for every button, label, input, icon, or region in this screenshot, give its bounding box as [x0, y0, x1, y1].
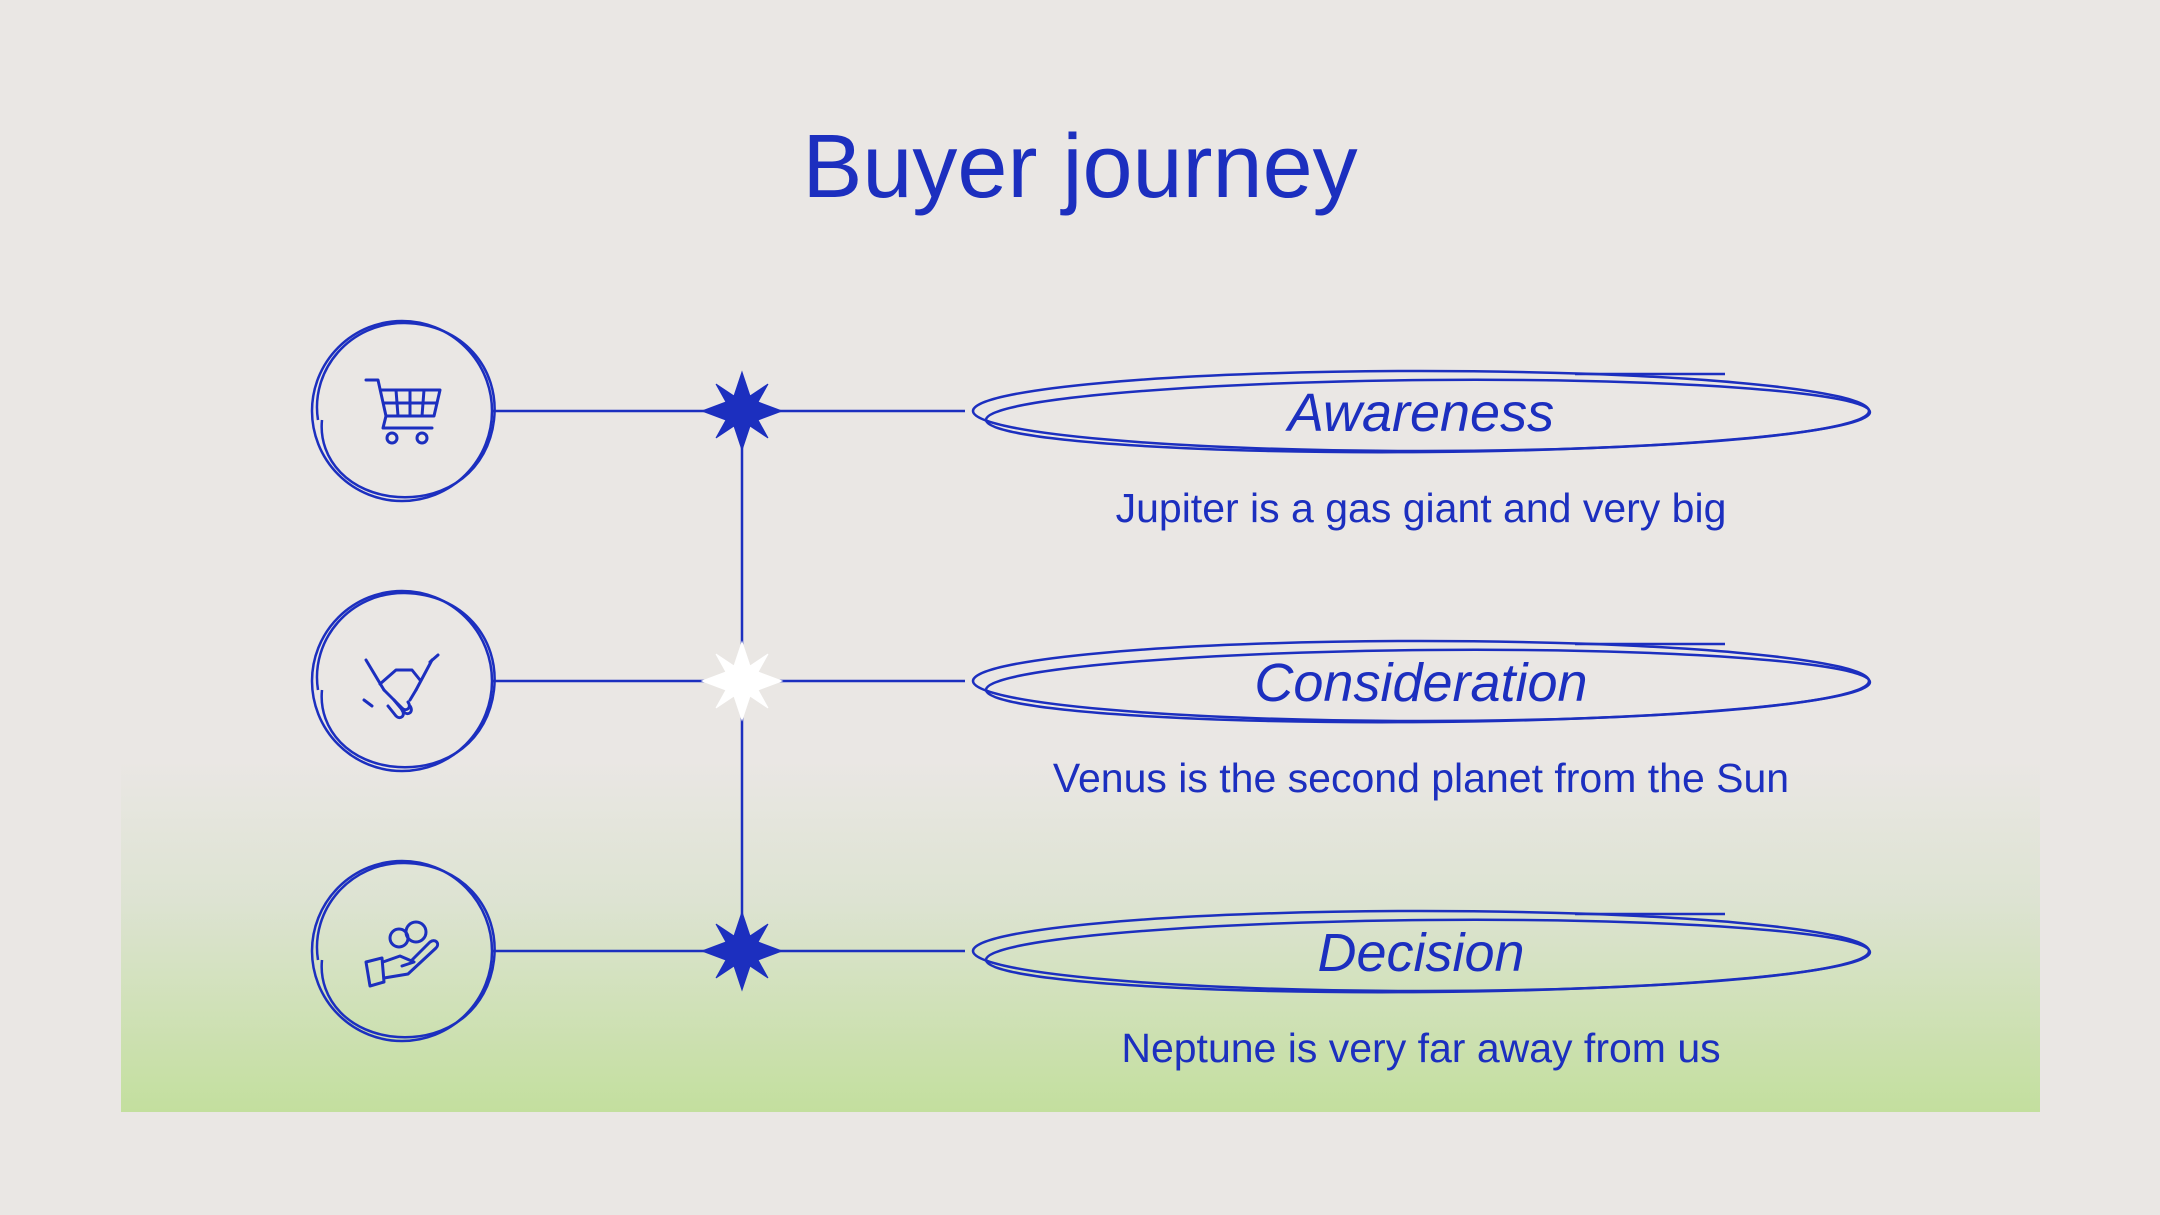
- icon-circle: [310, 319, 496, 503]
- stage-description-decision: Neptune is very far away from us: [1121, 1025, 1721, 1071]
- stage-description-awareness: Jupiter is a gas giant and very big: [1115, 485, 1727, 531]
- icon-circle: [310, 589, 496, 773]
- icon-circle: [310, 859, 496, 1043]
- stage-row-consideration: [310, 589, 1872, 773]
- handshake-icon: [362, 653, 440, 720]
- stage-description-consideration: Venus is the second planet from the Sun: [1052, 755, 1790, 801]
- stage-name-awareness: Awareness: [1287, 383, 1555, 443]
- stage-name-consideration: Consideration: [1254, 653, 1588, 713]
- stage-row-decision: [310, 859, 1872, 1043]
- label-ellipse: [971, 639, 1872, 724]
- star-marker: [700, 370, 784, 452]
- hand-coins-icon: [364, 920, 440, 988]
- label-ellipse: [971, 909, 1872, 994]
- stage-row-awareness: [310, 319, 1872, 503]
- slide-title: Buyer journey: [802, 117, 1358, 217]
- stage-name-decision: Decision: [1317, 923, 1525, 983]
- label-ellipse: [971, 369, 1872, 454]
- shopping-cart-icon: [364, 378, 442, 445]
- star-marker: [700, 910, 784, 992]
- star-marker: [700, 640, 784, 722]
